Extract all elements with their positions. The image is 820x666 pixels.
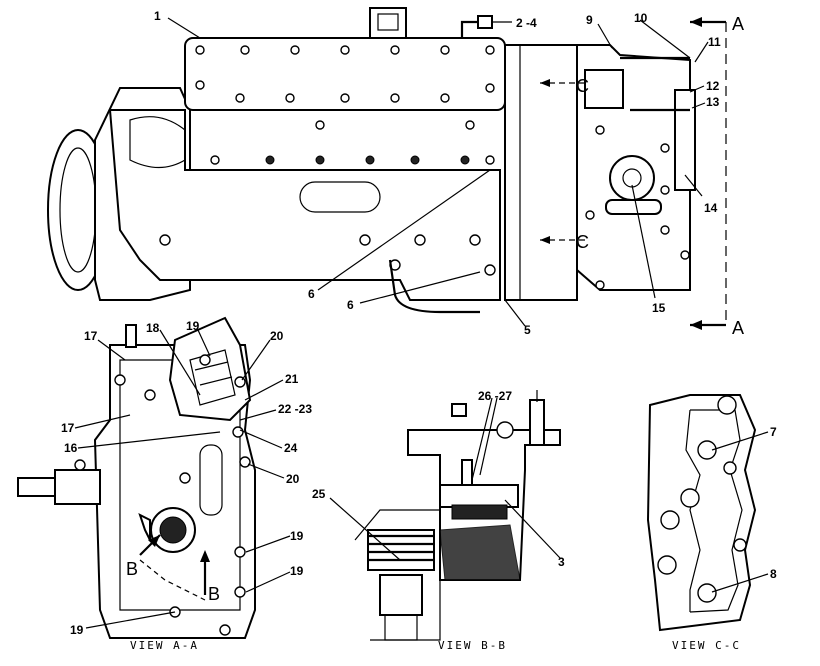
main-pump-view: [47, 7, 727, 330]
callout-11: 11: [708, 35, 721, 49]
main-callouts: 1 2 -4 9 10 11 12 13 14 15 6 6 5 A A C C: [154, 9, 744, 338]
view-a-leaders: [74, 329, 291, 629]
section-c-bottom: C: [576, 232, 589, 252]
view-b-leaders: [329, 397, 561, 561]
cover-bolts: [195, 45, 495, 130]
callout-8: 8: [770, 567, 777, 581]
view-c-callouts: 7 8 VIEW C-C: [672, 425, 777, 652]
callout-10: 10: [634, 11, 648, 25]
callout-19-low: 19: [290, 564, 304, 578]
callout-16: 16: [64, 441, 78, 455]
view-a-a: [17, 316, 256, 639]
callout-19-mid: 19: [290, 529, 304, 543]
main-leader-lines: [167, 17, 709, 327]
housing-bolts: [159, 155, 496, 276]
callout-6-lower: 6: [347, 298, 354, 312]
callout-17-lower: 17: [61, 421, 75, 435]
callout-21: 21: [285, 372, 299, 386]
section-c-top: C: [576, 76, 589, 96]
callout-15: 15: [652, 301, 666, 315]
view-c-c: [646, 394, 757, 632]
rear-housing-bolts: [585, 125, 690, 290]
view-b-b: [354, 390, 561, 641]
callout-5: 5: [524, 323, 531, 337]
callout-14: 14: [704, 201, 718, 215]
callout-19-top: 19: [186, 319, 200, 333]
callout-19-bottom: 19: [70, 623, 84, 637]
callout-12: 12: [706, 79, 720, 93]
callout-17-upper: 17: [84, 329, 98, 343]
callout-6-upper: 6: [308, 287, 315, 301]
view-c-bolts: [657, 395, 747, 603]
callout-7: 7: [770, 425, 777, 439]
callout-9: 9: [586, 13, 593, 27]
callout-20-lower: 20: [286, 472, 300, 486]
callout-18: 18: [146, 321, 160, 335]
callout-25: 25: [312, 487, 326, 501]
callout-22-23: 22 -23: [278, 402, 312, 416]
view-b-callouts: 26 -27 25 3 VIEW B-B: [312, 389, 565, 652]
callout-3: 3: [558, 555, 565, 569]
callout-13: 13: [706, 95, 720, 109]
callout-20-top: 20: [270, 329, 284, 343]
callout-24: 24: [284, 441, 298, 455]
callout-26-27: 26 -27: [478, 389, 512, 403]
spring-coils: [368, 534, 434, 562]
callout-1: 1: [154, 9, 161, 23]
view-a-bolts: [74, 354, 251, 636]
section-b-left: B: [126, 559, 138, 579]
callout-2-4: 2 -4: [516, 16, 537, 30]
section-b-right: B: [208, 584, 220, 604]
view-b-label: VIEW B-B: [438, 639, 507, 652]
view-c-label: VIEW C-C: [672, 639, 741, 652]
view-a-callouts: 17 17 16 18 19 20 21 22 -23 24 20 19 19 …: [61, 319, 312, 652]
section-a-top: A: [732, 14, 744, 34]
view-c-leaders: [711, 431, 769, 593]
section-a-bottom: A: [732, 318, 744, 338]
view-a-label: VIEW A-A: [130, 639, 199, 652]
